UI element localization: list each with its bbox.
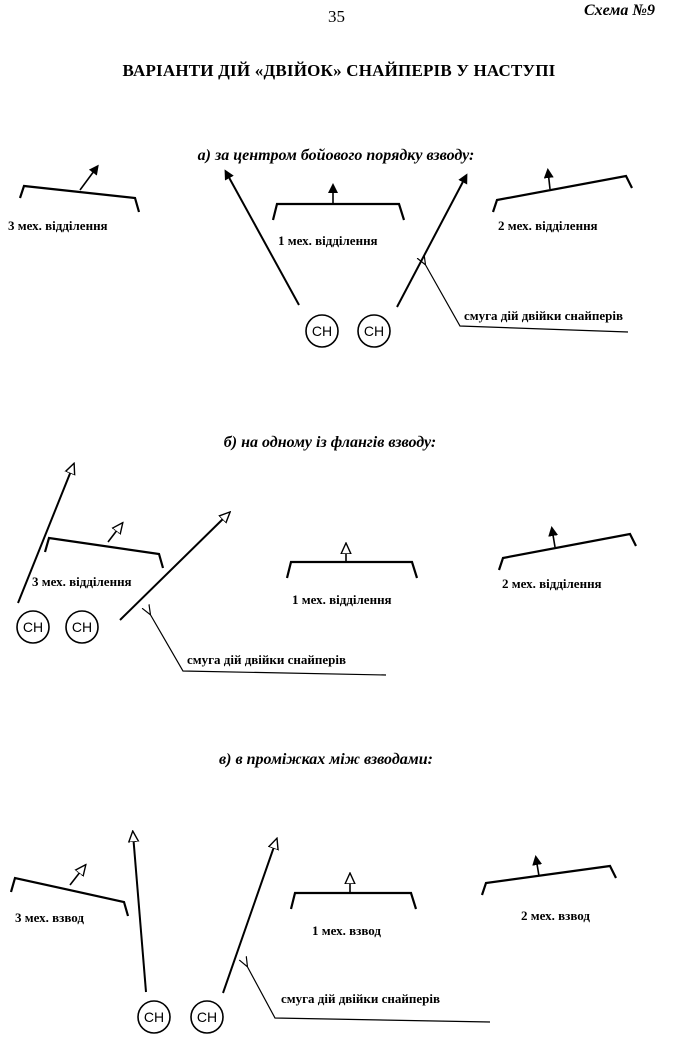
section-c-heading: в) в проміжках між взводами: [219,751,433,768]
section-a-unit-center: 1 мех. відділення [271,183,406,248]
unit-front-bracket [289,891,418,910]
unit-front-bracket [497,532,637,571]
section-b-unit-center: 1 мех. відділення [285,546,419,607]
section-c-unit-right: 2 мех. взвод [480,855,617,923]
sniper-sector-callout: смуга дій двійки снайперів [425,264,629,333]
section-b: б) на одному із флангів взводу: 3 мех. в… [16,434,637,676]
sniper-sector-arrow-right [396,173,468,308]
sniper-sector-arrow-left [224,169,300,306]
sniper-pair: СН СН [305,314,391,348]
unit-label: 2 мех. відділення [498,218,598,233]
unit-front-bracket [43,536,165,569]
unit-front-bracket [285,560,419,579]
callout-label: смуга дій двійки снайперів [281,991,440,1006]
unit-label: 1 мех. взвод [312,923,381,938]
unit-front-bracket [9,876,130,917]
scheme-label: Схема №9 [584,2,655,19]
unit-front-bracket [480,864,617,896]
sniper-symbol [137,1000,171,1034]
unit-label: 3 мех. взвод [15,910,84,925]
sniper-label: СН [23,619,43,635]
page-title: ВАРІАНТИ ДІЙ «ДВІЙОК» СНАЙПЕРІВ У НАСТУП… [123,61,556,80]
section-a-unit-left: 3 мех. відділення [8,164,141,233]
sniper-sector-arrow-right [119,514,228,621]
sniper-symbol [16,610,50,644]
callout-label: смуга дій двійки снайперів [187,652,346,667]
section-c-unit-center: 1 мех. взвод [289,876,418,938]
sniper-sector-arrow-right [222,841,276,994]
callout-leader-line [425,264,629,333]
advance-arrow [79,164,99,191]
sniper-symbol [305,314,339,348]
section-a-unit-right: 2 мех. відділення [491,168,633,233]
sniper-symbol [357,314,391,348]
sniper-symbol [65,610,99,644]
section-b-heading: б) на одному із флангів взводу: [224,434,436,451]
sniper-label: СН [144,1009,164,1025]
sniper-label: СН [72,619,92,635]
sniper-sector-callout: смуга дій двійки снайперів [247,966,491,1023]
unit-label: 1 мех. відділення [292,592,392,607]
unit-front-bracket [18,184,141,213]
unit-label: 2 мех. відділення [502,576,602,591]
unit-label: 1 мех. відділення [278,233,378,248]
sniper-sector-arrow-left [133,834,147,993]
page-number: 35 [328,7,345,26]
callout-label: смуга дій двійки снайперів [464,308,623,323]
section-c: в) в проміжках між взводами: 3 мех. взво… [9,751,617,1034]
advance-arrow [543,168,554,190]
callout-leader-line [150,614,387,676]
sniper-sector-arrow-left [17,466,73,604]
advance-arrow [548,526,559,548]
section-a-heading: а) за центром бойового порядку взводу: [198,147,475,164]
unit-label: 3 мех. відділення [32,574,132,589]
section-b-unit-left: 3 мех. відділення [32,525,165,589]
unit-front-bracket [271,202,406,221]
unit-front-bracket [491,174,633,213]
advance-arrow [69,867,84,886]
sniper-sector-callout: смуга дій двійки снайперів [150,614,387,676]
sniper-label: СН [197,1009,217,1025]
sniper-pair: СН СН [16,610,99,644]
advance-arrow [107,525,121,543]
section-b-unit-right: 2 мех. відділення [497,526,637,591]
callout-leader-line [247,966,491,1023]
sniper-symbol [190,1000,224,1034]
unit-label: 2 мех. взвод [521,908,590,923]
sniper-label: СН [312,323,332,339]
sniper-pair: СН СН [137,1000,224,1034]
unit-label: 3 мех. відділення [8,218,108,233]
advance-arrow [532,855,543,877]
section-c-unit-left: 3 мех. взвод [9,867,130,925]
sniper-label: СН [364,323,384,339]
section-a: а) за центром бойового порядку взводу: 3… [8,147,633,348]
